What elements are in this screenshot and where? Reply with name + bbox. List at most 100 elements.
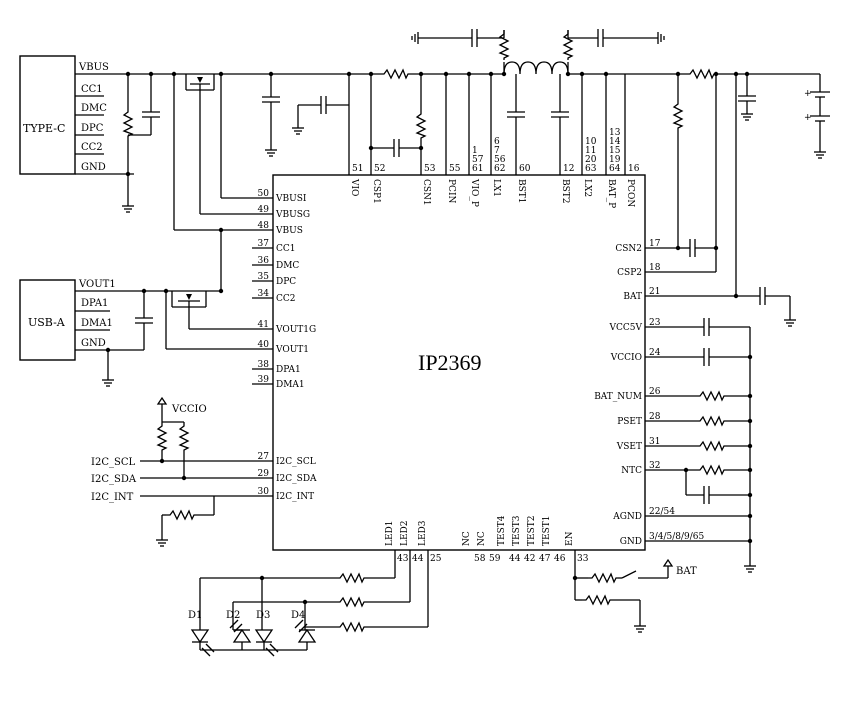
pin-num-top-8-3: 63	[585, 164, 597, 174]
pin-name-left-5: DPC	[276, 277, 296, 287]
pin-name-bottom-8: TEST1	[542, 516, 552, 546]
pin-num-top-4-0: 1	[472, 146, 478, 156]
vbus-cap-1	[261, 74, 281, 157]
typec-vbus-rc	[121, 74, 161, 213]
pin-name-left-9: DPA1	[276, 365, 301, 375]
pin-name-left-0: VBUSI	[275, 194, 307, 204]
pin-name-bottom-4: NC	[477, 531, 487, 546]
pin-name-right-0: CSN2	[615, 244, 642, 254]
pin-num-right-5: 26	[649, 387, 661, 397]
pin-num-top-4-2: 61	[472, 164, 483, 174]
typec-data-lines	[252, 247, 273, 385]
i2c-scl-label: I2C_SCL	[91, 457, 135, 468]
pin-num-right-8: 32	[649, 461, 660, 471]
pin-num-left-9: 38	[258, 360, 270, 370]
pin-name-top-4: VIO_P	[469, 178, 479, 207]
usba-pin-gnd: GND	[81, 338, 106, 349]
pin-name-right-5: BAT_NUM	[594, 392, 642, 402]
pin-num-bottom-0: 43	[397, 554, 409, 564]
led-d3-label: D3	[256, 610, 270, 621]
pin-name-right-1: CSP2	[617, 268, 642, 278]
pin-num-top-4-1: 57	[472, 155, 484, 165]
i2c-sda-label: I2C_SDA	[91, 474, 137, 485]
pin-num-left-0: 50	[258, 189, 270, 199]
pin-name-left-4: DMC	[276, 261, 299, 271]
pin-num-left-4: 36	[258, 256, 270, 266]
pin-num-top-3-0: 55	[449, 164, 461, 174]
led-d2-label: D2	[226, 610, 240, 621]
pin-name-left-6: CC2	[276, 294, 296, 304]
typec-pin-cc2: CC2	[81, 142, 103, 153]
i2c-pullups: VCCIO I2C_SCL I2C_SDA I2C_INT	[91, 396, 273, 547]
pin-num-top-0-0: 51	[352, 164, 363, 174]
pin-name-left-12: I2C_SDA	[276, 474, 317, 484]
pin-num-top-9-4: 64	[609, 164, 621, 174]
pin-num-top-1-0: 52	[374, 164, 385, 174]
pin-name-left-7: VOUT1G	[275, 325, 316, 335]
usba-pin-vout1: VOUT1	[78, 279, 116, 290]
pin-num-bottom-7: 47	[539, 554, 551, 564]
vbus-rail	[75, 61, 820, 79]
pin-name-right-2: BAT	[623, 292, 642, 302]
pin-name-bottom-0: LED1	[385, 521, 395, 547]
pin-name-top-2: CSN1	[421, 179, 431, 206]
enable-switch: BAT	[572, 550, 697, 633]
pin-name-bottom-1: LED2	[400, 521, 410, 547]
pin-name-top-6: BST1	[516, 179, 526, 204]
typec-pin-dpc: DPC	[81, 123, 104, 134]
pin-num-top-10-0: 16	[628, 164, 640, 174]
pin-num-top-9-0: 13	[609, 128, 621, 138]
pin-num-left-2: 48	[258, 221, 270, 231]
led-array: D1 D2 D3 D4	[188, 550, 429, 657]
pin-num-left-1: 49	[258, 205, 270, 215]
pin-num-top-9-1: 14	[609, 137, 621, 147]
pin-num-top-9-3: 19	[609, 155, 621, 165]
pin-num-bottom-4: 59	[489, 554, 501, 564]
led-d3	[254, 629, 279, 657]
pin-num-top-8-1: 11	[585, 146, 596, 156]
pin-num-right-1: 18	[649, 263, 661, 273]
pin-num-left-6: 34	[258, 289, 270, 299]
led-d1-label: D1	[188, 610, 202, 621]
pin-name-top-9: BAT_P	[606, 179, 616, 208]
pin-name-top-8: LX2	[582, 179, 592, 197]
pin-num-right-7: 31	[649, 437, 660, 447]
pin-num-top-2-0: 53	[424, 164, 436, 174]
pin-name-top-7: BST2	[560, 179, 570, 204]
chip-pins: VBUSI50VBUSG49VBUS48CC137DMC36DPC35CC234…	[258, 128, 705, 564]
pin-num-bottom-8: 46	[554, 554, 566, 564]
typec-pin-cc1: CC1	[81, 84, 103, 95]
battery: + +	[804, 74, 830, 159]
csp1-csn1-sense	[368, 74, 492, 175]
typec-pin-vbus: VBUS	[78, 62, 109, 73]
pin-name-left-2: VBUS	[275, 226, 303, 236]
pin-name-top-1: CSP1	[371, 179, 381, 204]
i2c-int-label: I2C_INT	[91, 492, 134, 503]
pin-num-top-5-1: 7	[494, 146, 500, 156]
usba-pin-dma1: DMA1	[81, 318, 113, 329]
pin-name-top-5: LX1	[491, 179, 501, 197]
pin-name-right-6: PSET	[617, 417, 642, 427]
pin-name-left-3: CC1	[276, 244, 296, 254]
output-mosfet	[171, 288, 273, 330]
pin-name-left-8: VOUT1	[275, 345, 309, 355]
typec-pin-gnd: GND	[81, 162, 106, 173]
pin-num-top-5-3: 62	[494, 164, 505, 174]
pin-num-top-9-2: 15	[609, 146, 621, 156]
usba-connector: USB-A VOUT1 DPA1 DMA1 GND	[19, 279, 273, 387]
pin-num-bottom-6: 42	[524, 554, 535, 564]
pin-name-right-4: VCCIO	[610, 353, 642, 363]
pin-name-right-10: GND	[620, 537, 642, 547]
battery-sense	[645, 74, 797, 327]
pin-num-top-5-0: 6	[494, 137, 500, 147]
pin-name-bottom-7: TEST2	[527, 516, 537, 546]
usba-label: USB-A	[28, 316, 66, 329]
pin-name-top-0: VIO	[349, 178, 359, 196]
typec-label: TYPE-C	[23, 122, 65, 135]
pin-num-top-6-0: 60	[519, 164, 531, 174]
pin-num-left-8: 40	[258, 340, 270, 350]
pin-num-left-7: 41	[258, 320, 269, 330]
vccio-label: VCCIO	[171, 404, 207, 415]
pin-name-bottom-2: LED3	[418, 520, 428, 546]
